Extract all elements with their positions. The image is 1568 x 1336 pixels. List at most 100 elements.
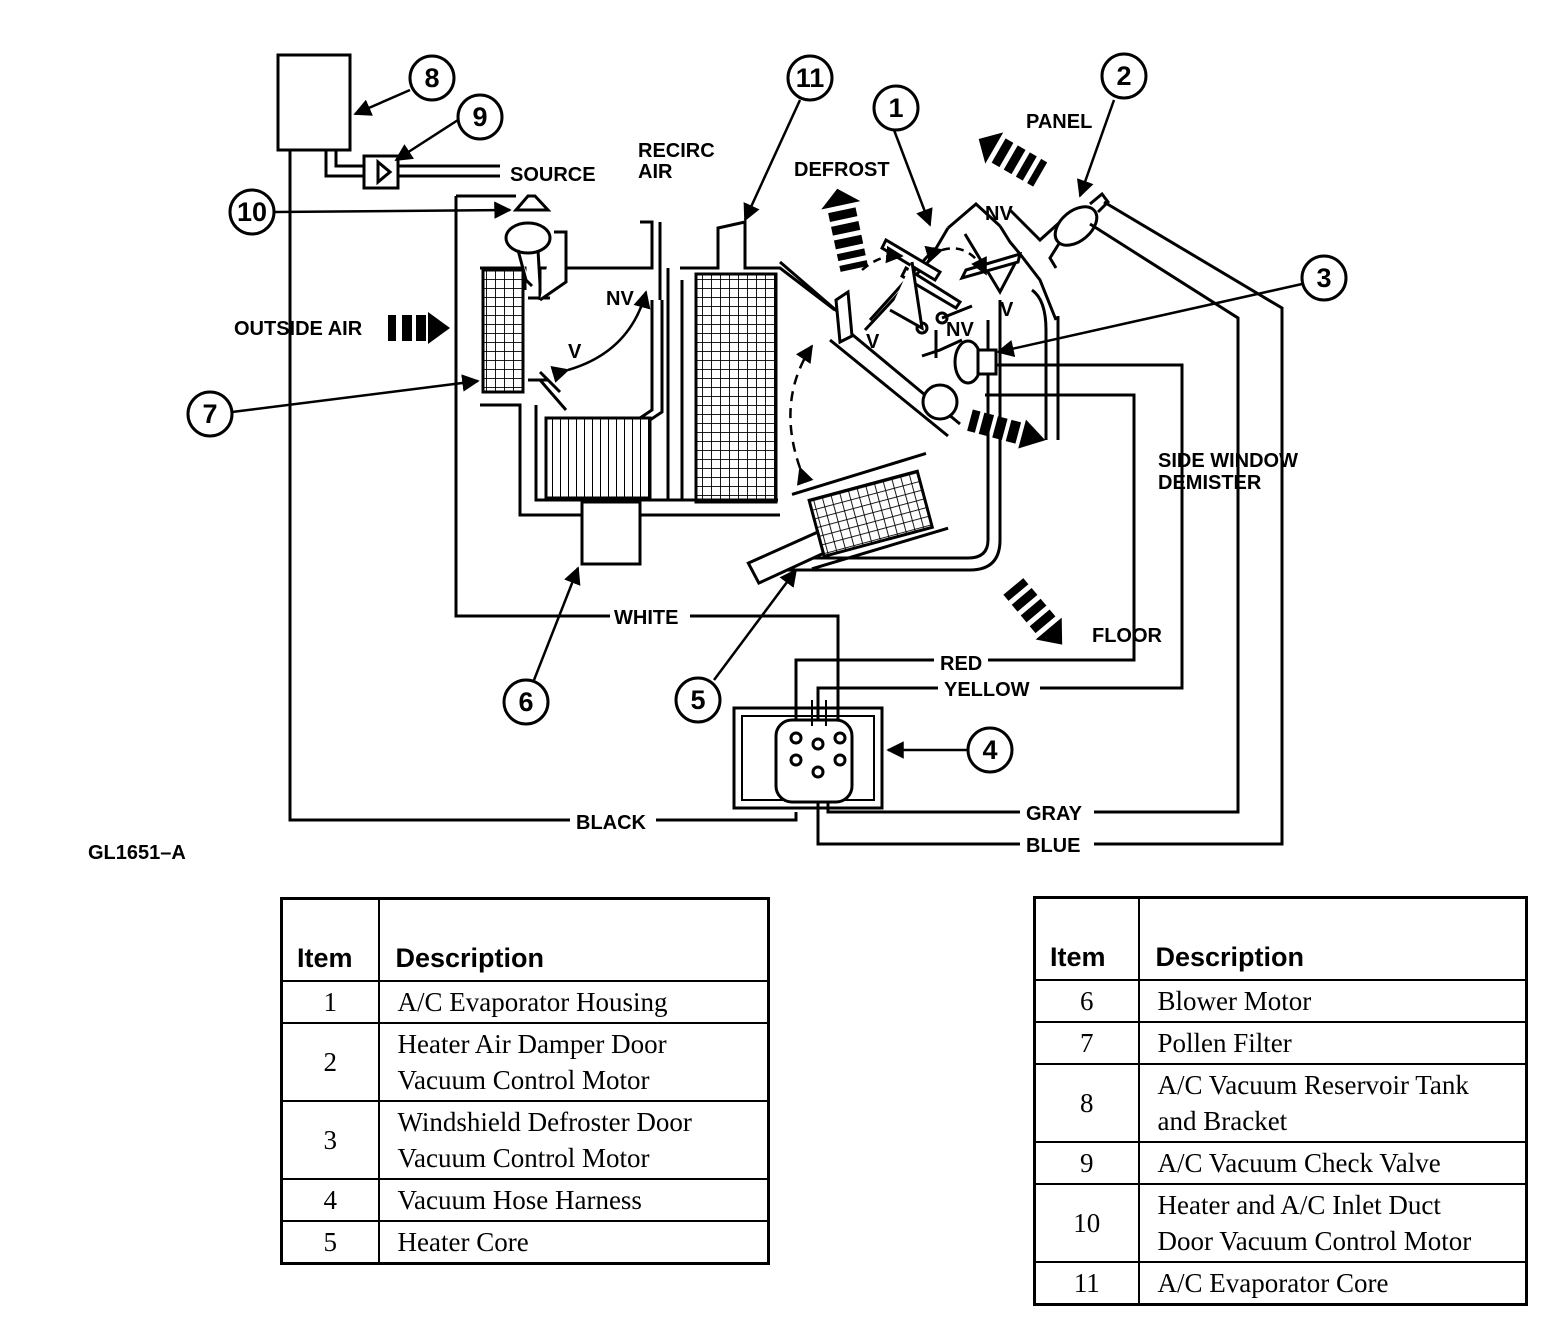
callout-11 [786,54,834,102]
item-number: 5 [280,1220,380,1265]
inlet-door-vacuum-motor [504,194,568,302]
label-nv-panel: NV [985,203,1013,225]
label-hose-black: BLACK [576,812,647,834]
heater-ac-housing [480,201,1062,572]
label-demister: DEMISTER [1158,472,1262,494]
label-recirc: RECIRC [638,140,715,162]
callout-3-text: 3 [1316,263,1331,293]
blower-wheel [544,416,652,500]
label-hose-red: RED [940,653,982,675]
floor-arrow [1003,578,1063,645]
callout-6-text: 6 [518,687,533,717]
table-row: 11 A/C Evaporator Core [1033,1261,1528,1306]
description-header: Description [377,897,770,982]
legend-table-left: Item Description 1 A/C Evaporator Housin… [280,897,770,1265]
item-number: 11 [1033,1261,1140,1306]
label-v-panel: V [1000,299,1014,321]
label-hose-gray: GRAY [1026,803,1083,825]
callout-6 [502,678,550,726]
callout-5 [674,676,722,724]
label-side-window: SIDE WINDOW [1158,450,1298,472]
vacuum-reservoir-tank [276,53,352,152]
table-row: 9 A/C Vacuum Check Valve [1033,1141,1528,1185]
table-row: 6 Blower Motor [1033,979,1528,1023]
label-floor: FLOOR [1092,625,1163,647]
evaporator-core [694,272,778,504]
callout-3 [1300,254,1348,302]
label-nv-inlet: NV [606,288,634,310]
item-header: Item [1033,896,1140,981]
outside-air-arrow [388,312,450,344]
table-header-row: Item Description [280,897,770,982]
callout-7-text: 7 [202,399,217,429]
callout-11-text: 11 [796,63,825,93]
heater-core [746,451,949,586]
callout-7 [186,390,234,438]
item-description: Heater Core [377,1220,770,1265]
leader-lines [231,88,1303,759]
label-hose-blue: BLUE [1026,835,1080,857]
vacuum-system-diagram: 1 2 3 4 5 6 7 8 9 10 11 SOURCE RECIRC AI… [186,52,1348,857]
label-hose-yellow: YELLOW [944,679,1030,701]
label-outside-air: OUTSIDE AIR [234,318,363,340]
label-source: SOURCE [510,164,596,186]
label-v-inlet: V [568,341,582,363]
vacuum-check-valve [324,150,500,190]
callout-9 [456,93,504,141]
callout-1-text: 1 [888,93,903,123]
label-v-defrost: V [866,331,880,353]
defrost-arrow [821,188,868,272]
blower-motor [580,500,642,566]
item-number: 10 [1033,1183,1140,1263]
item-number: 6 [1033,979,1140,1023]
item-header: Item [280,897,380,982]
callout-10-text: 10 [237,197,267,227]
item-number: 3 [280,1100,380,1180]
legend-table-right: Item Description 6 Blower Motor 7 Pollen… [1033,896,1528,1306]
label-panel: PANEL [1026,111,1092,133]
callout-2-text: 2 [1116,61,1131,91]
label-hose-white: WHITE [614,607,678,629]
callout-4-text: 4 [982,735,997,765]
item-number: 1 [280,980,380,1024]
defroster-door-vacuum-motor [921,330,998,385]
table-row: 1 A/C Evaporator Housing [280,980,770,1024]
item-description: Vacuum Hose Harness [377,1178,770,1222]
vacuum-hose-harness [732,700,884,810]
callout-5-text: 5 [690,685,705,715]
label-defrost: DEFROST [794,159,890,181]
description-header: Description [1137,896,1528,981]
door-swing-arcs [550,245,988,486]
black-hose [288,150,798,822]
panel-arrow [978,132,1048,187]
item-number: 7 [1033,1021,1140,1065]
side-window-arrow [967,409,1046,449]
pollen-filter [481,268,525,394]
table-header-row: Item Description [1033,896,1528,981]
callout-10 [228,188,276,236]
callout-8-text: 8 [424,63,439,93]
airflow-arrows [388,132,1063,645]
callout-4 [966,726,1014,774]
item-number: 2 [280,1022,380,1102]
yellow-hose [816,363,1184,732]
label-recirc-air: AIR [638,161,673,183]
callout-circles [186,52,1348,774]
shaft-circle [921,383,959,421]
figure-id: GL1651–A [88,842,186,864]
item-number: 9 [1033,1141,1140,1185]
damper-door-vacuum-motor [1048,191,1110,269]
item-number: 4 [280,1178,380,1222]
table-row: 5 Heater Core [280,1220,770,1265]
callout-8 [408,54,456,102]
item-description: A/C Vacuum Check Valve [1137,1141,1528,1185]
item-description: Pollen Filter [1137,1021,1528,1065]
diagram-labels: SOURCE RECIRC AIR DEFROST PANEL OUTSIDE … [234,111,1298,857]
